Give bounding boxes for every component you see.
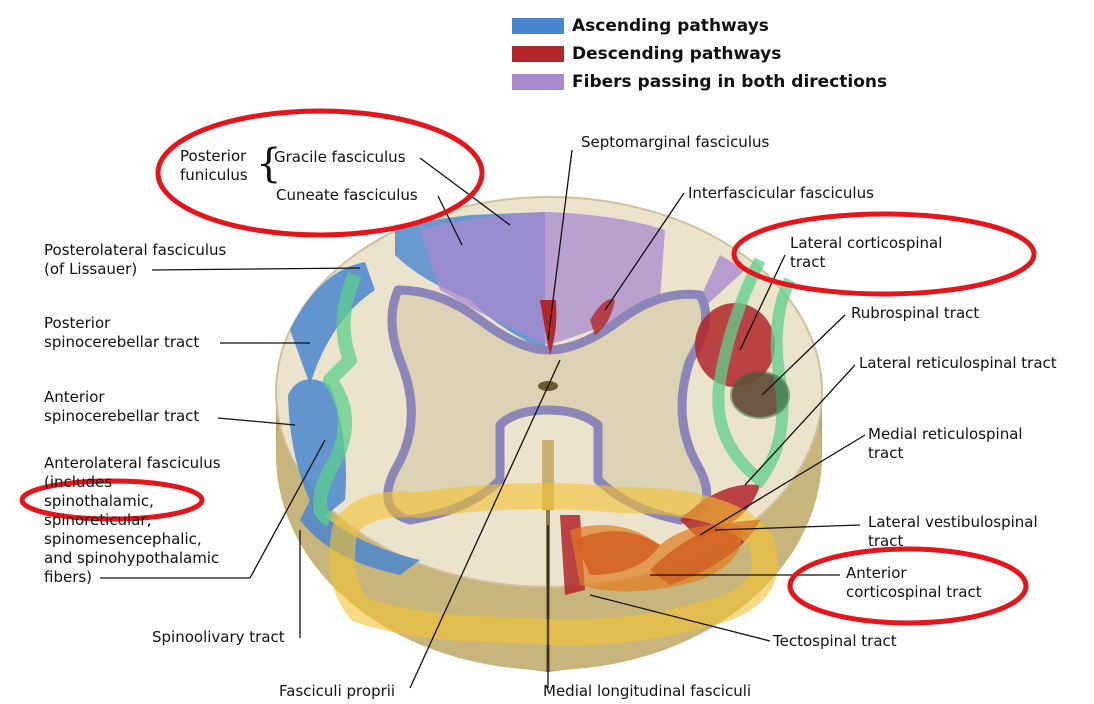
label-anterolateral-fasciculus: Anterolateral fasciculus (includes spino…	[44, 454, 221, 586]
red-ellipse-lateral-corticospinal	[731, 211, 1037, 297]
legend-swatch-descending	[512, 46, 564, 62]
legend-item-descending: Descending pathways	[512, 40, 887, 68]
lateral-corticospinal-red	[695, 303, 775, 387]
label-fasciculi-proprii: Fasciculi proprii	[279, 682, 396, 700]
red-ellipse-posterior-funiculus	[155, 108, 485, 238]
legend-item-both: Fibers passing in both directions	[512, 68, 887, 96]
label-tectospinal-tract: Tectospinal tract	[773, 632, 897, 650]
red-ellipse-anterior-corticospinal	[787, 546, 1029, 626]
leader-lines	[100, 149, 866, 689]
legend-label-descending: Descending pathways	[572, 44, 782, 64]
legend-label-both: Fibers passing in both directions	[572, 72, 888, 92]
green-annotation-right	[712, 257, 796, 489]
label-medial-longitudinal-fasciculi: Medial longitudinal fasciculi	[543, 682, 752, 700]
legend-swatch-both	[512, 74, 564, 90]
label-posterior-spinocerebellar-tract: Posterior spinocerebellar tract	[44, 314, 200, 351]
label-anterior-spinocerebellar-tract: Anterior spinocerebellar tract	[44, 388, 200, 425]
legend-label-ascending: Ascending pathways	[572, 16, 769, 36]
label-gracile-fasciculus: Gracile fasciculus	[274, 148, 406, 166]
red-annotation-ellipses	[19, 108, 1037, 626]
label-septomarginal-fasciculus: Septomarginal fasciculus	[581, 133, 770, 151]
label-lateral-reticulospinal-tract: Lateral reticulospinal tract	[859, 354, 1057, 372]
gray-matter	[383, 285, 712, 525]
legend: Ascending pathways Descending pathways F…	[512, 12, 887, 96]
interfascicular-red	[590, 299, 615, 335]
label-anterior-corticospinal-tract: Anterior corticospinal tract	[846, 564, 982, 601]
brace-icon: {	[256, 141, 282, 187]
red-ellipse-spinothalamic	[19, 478, 205, 522]
legend-item-ascending: Ascending pathways	[512, 12, 887, 40]
green-annotation-left	[313, 272, 362, 527]
label-spinoolivary-tract: Spinoolivary tract	[152, 628, 285, 646]
label-lateral-corticospinal-tract: Lateral corticospinal tract	[790, 234, 943, 271]
label-rubrospinal-tract: Rubrospinal tract	[851, 304, 980, 322]
septomarginal-red	[540, 300, 557, 355]
label-posterolateral-fasciculus: Posterolateral fasciculus (of Lissauer)	[44, 241, 227, 278]
label-medial-reticulospinal-tract: Medial reticulospinal tract	[868, 425, 1023, 462]
legend-swatch-ascending	[512, 18, 564, 34]
yellow-annotation	[329, 483, 778, 646]
green-annotation-ellipse	[730, 371, 790, 419]
label-lateral-vestibulospinal-tract: Lateral vestibulospinal tract	[868, 513, 1038, 550]
anterolateral-region	[300, 500, 420, 575]
anterior-spinocerebellar-region	[288, 379, 346, 520]
label-interfascicular-fasciculus: Interfascicular fasciculus	[688, 184, 874, 202]
label-posterior-funiculus: Posterior funiculus	[180, 147, 248, 184]
label-cuneate-fasciculus: Cuneate fasciculus	[276, 186, 418, 204]
